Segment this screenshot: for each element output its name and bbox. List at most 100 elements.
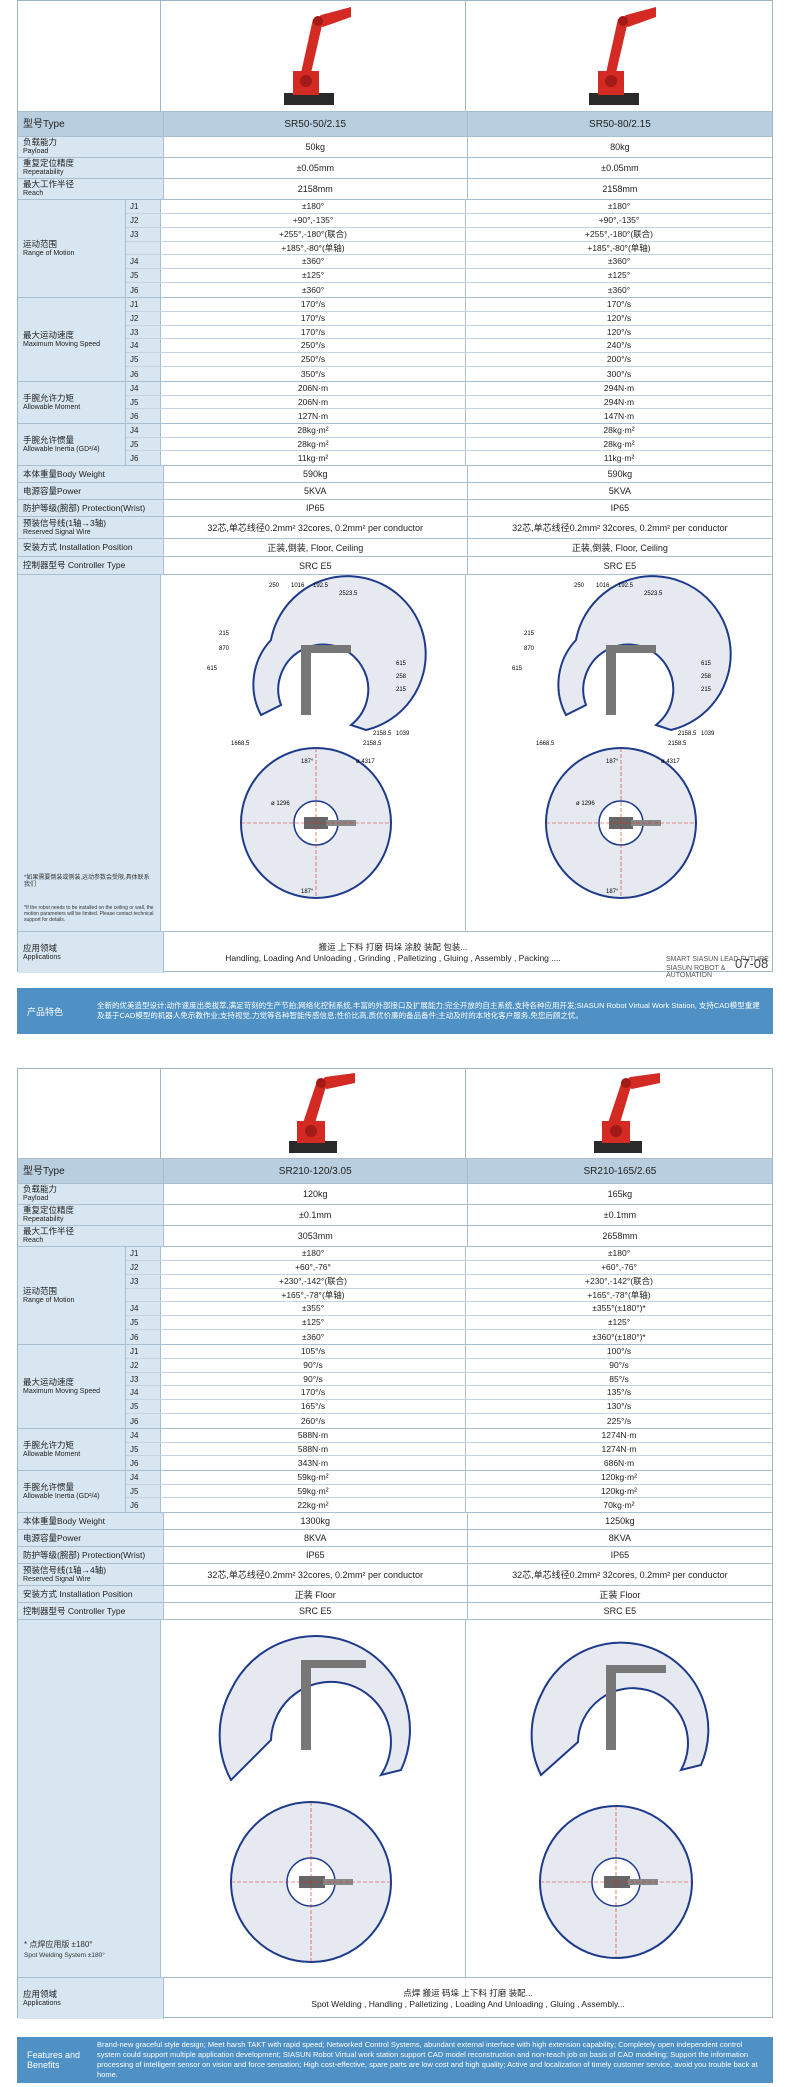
group-label: 运动范围	[23, 238, 58, 249]
dim-label: 1016	[596, 583, 610, 589]
range-row: J4±355°±355°(±180°)*	[126, 1302, 772, 1317]
group-label-en: Maximum Moving Speed	[23, 340, 101, 348]
workspace-drawing-a	[161, 1620, 466, 1977]
applications-cn: 点焊 搬运 码垛 上下料 打磨 装配...	[403, 1987, 533, 1998]
range-row: J3+230°,-142°(联合)+230°,-142°(联合)	[126, 1274, 772, 1289]
spec-row-protection: 防护等级(腕部) Protection(Wrist) IP65 IP65	[18, 499, 772, 516]
feature-bar-cn: 产品特色 全新的优美造型设计;动作速度出类拔萃,满足苛刻的生产节拍;网络化控制系…	[17, 988, 773, 1034]
dim-label: 187°	[301, 759, 314, 765]
row-label-en: Applications	[23, 1999, 61, 2007]
robot-arm-icon	[594, 1073, 660, 1153]
group-label: 手腕允许力矩	[23, 392, 75, 403]
feature-text: 全新的优美造型设计;动作速度出类拔萃,满足苛刻的生产节拍;网络化控制系统,丰富的…	[97, 1001, 760, 1020]
range-row: J4±360°±360°	[126, 255, 772, 270]
dim-label: 615	[207, 666, 218, 672]
dim-label: 215	[219, 631, 230, 637]
spec-row-signal-wire: 预装信号线(1轴→4轴)Reserved Signal Wire 32芯,单芯线…	[18, 1563, 772, 1585]
row-label: 电源容量Power	[18, 1530, 163, 1546]
robot-image-a	[161, 1069, 466, 1158]
range-row: J5±125°±125°	[126, 269, 772, 284]
row-label-en: Reach	[23, 190, 44, 197]
row-label-en: Repeatability	[23, 169, 64, 176]
dim-label: 2523.5	[644, 591, 663, 597]
row-label: 应用领域	[23, 1988, 58, 1999]
mounting-note-en: *If the robot needs to be installed on t…	[24, 905, 154, 923]
range-row: J5±125°±125°	[126, 1316, 772, 1331]
row-label: 本体重量Body Weight	[18, 1513, 163, 1529]
dim-label: 250	[574, 583, 585, 589]
range-row: J2+60°,-76°+60°,-76°	[126, 1260, 772, 1275]
row-label: 预装信号线(1轴→3轴)	[23, 517, 107, 528]
dim-label: 215	[524, 631, 535, 637]
row-label: 重复定位精度	[23, 1205, 75, 1215]
row-label: 重复定位精度	[23, 158, 75, 168]
workspace-drawing-b	[466, 1620, 772, 1977]
dim-label: 192.5	[618, 583, 634, 589]
spec-row-installation: 安装方式 Installation Position 正装 Floor 正装 F…	[18, 1585, 772, 1602]
spot-welding-note: * 点焊应用版 ±180°	[24, 1940, 93, 1949]
type-label: 型号Type	[18, 1159, 163, 1183]
dim-label: ø 4317	[356, 759, 375, 765]
model-name: SR50-50/2.15	[162, 112, 467, 136]
dim-label: 192.5	[313, 583, 329, 589]
row-label: 预装信号线(1轴→4轴)	[23, 1564, 107, 1575]
range-row: J3+255°,-180°(联合)+255°,-180°(联合)	[126, 227, 772, 242]
row-label: 安装方式 Installation Position	[18, 1586, 163, 1602]
range-row: J1±180°±180°	[126, 200, 772, 214]
spec-row-controller: 控制器型号 Controller Type SRC E5 SRC E5	[18, 556, 772, 574]
workspace-drawing-a: 250 1016 192.5 2523.5 215 870 615 615 25…	[161, 575, 466, 931]
spec-row-power: 电源容量Power 8KVA 8KVA	[18, 1529, 772, 1546]
dim-label: 615	[701, 661, 712, 667]
spec-row-weight: 本体重量Body Weight 590kg 590kg	[18, 465, 772, 482]
brand-name: SIASUN ROBOT & AUTOMATION	[666, 965, 726, 979]
spot-welding-note-en: Spot Welding System ±180°	[24, 1952, 105, 1959]
row-label: 负载能力	[23, 1184, 58, 1194]
model-header-row: 型号Type SR50-50/2.15 SR50-80/2.15	[18, 111, 772, 136]
dim-label: 215	[396, 687, 407, 693]
spec-row-protection: 防护等级(腕部) Protection(Wrist) IP65 IP65	[18, 1546, 772, 1563]
dim-label: ø 4317	[661, 759, 680, 765]
feature-text: Brand-new graceful style design; Meet ha…	[97, 2040, 758, 2079]
row-label: 防护等级(腕部) Protection(Wrist)	[18, 500, 163, 516]
dim-label: 2158.5	[668, 741, 687, 747]
robot-arm-icon	[284, 7, 351, 105]
robot-images-row	[18, 1, 772, 111]
row-label: 最大工作半径	[23, 179, 75, 189]
dim-label: ø 1296	[271, 801, 290, 807]
spec-row-controller: 控制器型号 Controller Type SRC E5 SRC E5	[18, 1602, 772, 1619]
applications-en: Spot Welding , Handling , Palletizing , …	[311, 1998, 625, 2009]
range-row: +185°,-80°(单轴)+185°,-80°(单轴)	[126, 241, 772, 256]
robot-image-b	[466, 1069, 772, 1158]
group-label: 最大运动速度	[23, 1376, 75, 1387]
applications-cn: 搬运 上下料 打磨 码垛 涂胶 装配 包装...	[318, 941, 468, 952]
row-label: 应用领域	[23, 942, 58, 953]
dim-label: 187°	[301, 889, 314, 895]
dim-label: 1039	[701, 731, 715, 737]
group-label-en: Maximum Moving Speed	[23, 1387, 101, 1395]
dim-label: ø 1296	[576, 801, 595, 807]
